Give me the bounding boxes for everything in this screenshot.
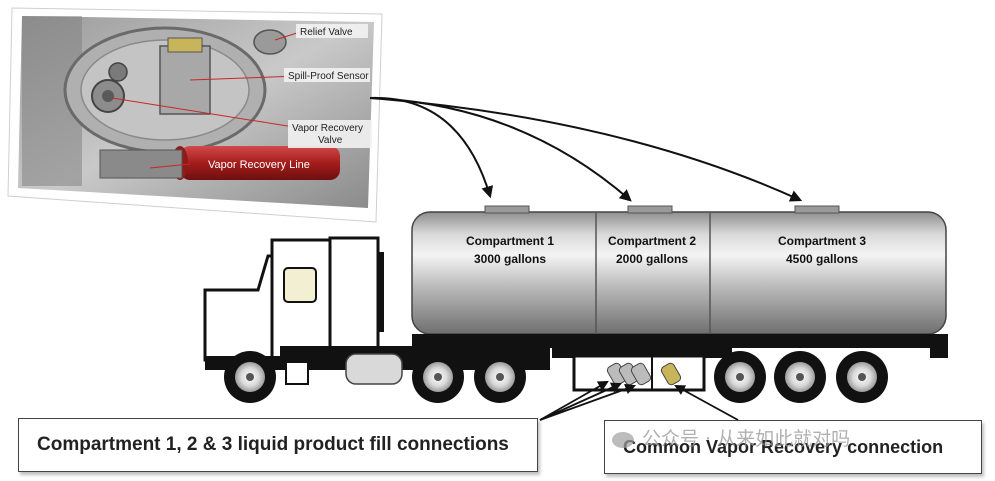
- vapor-connection-text: Common Vapor Recovery connection: [623, 436, 944, 457]
- tank: Compartment 1 3000 gallons Compartment 2…: [411, 205, 947, 335]
- fill-connections-callout: Compartment 1, 2 & 3 liquid product fill…: [18, 418, 538, 472]
- relief-valve-label: Relief Valve: [300, 27, 353, 38]
- vapor-connection-pipe: [660, 362, 682, 386]
- wheel: [412, 351, 464, 403]
- compartment-1-name: Compartment 1: [466, 234, 554, 248]
- inset-leader-lines: [111, 31, 301, 169]
- tractor: [203, 236, 550, 385]
- compartment-3-name: Compartment 3: [778, 234, 866, 248]
- relief-valve: [253, 29, 287, 55]
- hatch-2: [627, 205, 673, 214]
- inset-photo-panel: Relief Valve Spill-Proof Sensor Vapor Re…: [7, 7, 383, 223]
- compartment-3-capacity: 4500 gallons: [786, 252, 858, 266]
- wheels: [224, 351, 888, 403]
- wheel: [774, 351, 826, 403]
- vapor-recovery-hose: [180, 146, 340, 180]
- hatch-3: [794, 205, 840, 214]
- compartment-2-name: Compartment 2: [608, 234, 696, 248]
- wheel: [714, 351, 766, 403]
- vapor-recovery-line-label: Vapor Recovery Line: [208, 159, 310, 171]
- fuel-tank: [345, 353, 403, 385]
- wheel: [836, 351, 888, 403]
- callout-arrows: [369, 96, 803, 202]
- wheel: [474, 351, 526, 403]
- cab-window: [283, 267, 317, 303]
- hatch-1: [484, 205, 530, 214]
- wheel: [224, 351, 276, 403]
- spill-proof-sensor-label: Spill-Proof Sensor: [288, 71, 369, 82]
- compartment-2-capacity: 2000 gallons: [616, 252, 688, 266]
- fill-connections-text: Compartment 1, 2 & 3 liquid product fill…: [37, 434, 509, 455]
- fill-connection-pipes: [606, 362, 652, 386]
- vapor-connection-callout: Common Vapor Recovery connection: [604, 420, 982, 474]
- vapor-recovery-valve-label-1: Vapor Recovery: [292, 123, 363, 134]
- trailer-frame: [412, 334, 948, 392]
- compartment-1-capacity: 3000 gallons: [474, 252, 546, 266]
- lower-callout-arrows: [539, 380, 739, 421]
- tractor-cab: [270, 238, 332, 364]
- vapor-recovery-valve-label-2: Valve: [318, 135, 343, 146]
- sleeper: [328, 236, 380, 364]
